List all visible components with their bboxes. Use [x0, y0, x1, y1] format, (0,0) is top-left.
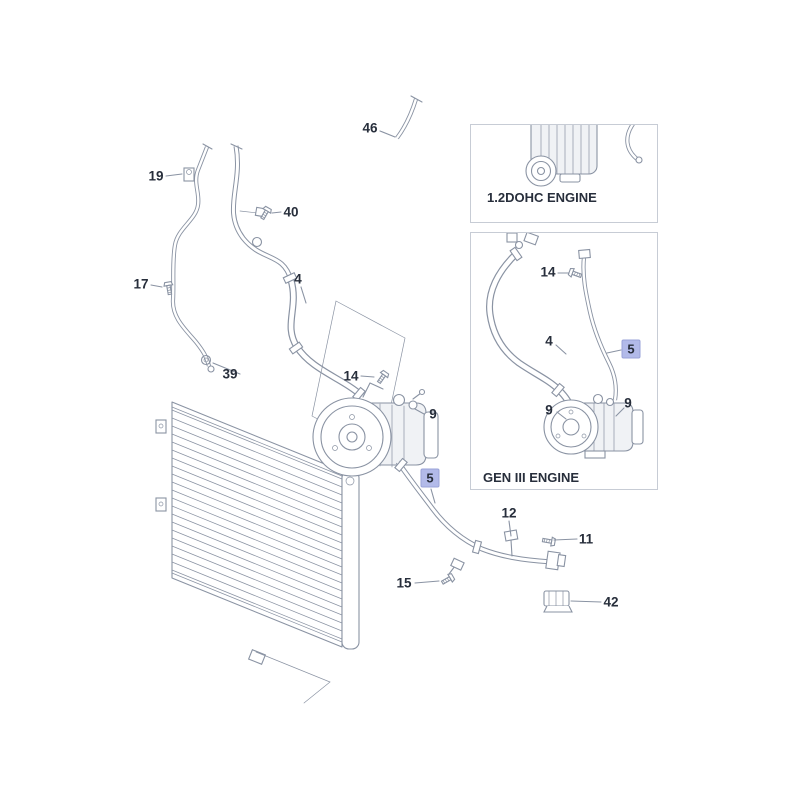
callout-14[interactable]: 14 [343, 368, 359, 384]
callout-46[interactable]: 46 [362, 120, 378, 136]
pipe-bracket-15 [450, 557, 465, 571]
bolt-14-icon [374, 369, 391, 386]
callout-gen3-5-highlighted[interactable]: 5 [621, 339, 641, 359]
callout-4[interactable]: 4 [294, 271, 302, 287]
bolt-15-icon [439, 572, 456, 588]
callout-39[interactable]: 39 [222, 366, 238, 382]
hose-stub-46 [395, 95, 423, 140]
inset-gen3-box [470, 232, 658, 490]
callout-40[interactable]: 40 [283, 204, 299, 220]
left-liquid-pipe [170, 143, 215, 373]
pipe-clip-39 [200, 354, 212, 366]
condenser [155, 401, 360, 704]
callout-gen3-9-left[interactable]: 9 [545, 402, 553, 418]
suction-port [392, 393, 406, 407]
callout-5-highlighted[interactable]: 5 [420, 468, 440, 488]
condenser-fins [171, 409, 343, 640]
compressor-main [311, 300, 439, 477]
callout-12[interactable]: 12 [501, 505, 517, 521]
callout-42[interactable]: 42 [603, 594, 619, 610]
pipe-flange [545, 550, 561, 571]
inset-label-gen3: GEN III ENGINE [483, 470, 580, 485]
callout-19[interactable]: 19 [148, 168, 164, 184]
pipe-clamp-19 [183, 167, 195, 182]
clutch-pulley [312, 397, 392, 477]
pipe-bracket-12 [503, 529, 519, 542]
compressor-body [355, 402, 427, 466]
inset-label-dohc: 1.2DOHC ENGINE [487, 190, 597, 205]
discharge-port [408, 400, 418, 410]
bolt-11-icon [541, 535, 557, 548]
callout-gen3-14[interactable]: 14 [540, 264, 556, 280]
inset-dohc-box [470, 124, 658, 223]
callout-17[interactable]: 17 [133, 276, 149, 292]
receiver-drier [341, 470, 360, 650]
callout-15[interactable]: 15 [396, 575, 412, 591]
callout-gen3-9-right[interactable]: 9 [624, 395, 632, 411]
callout-gen3-4[interactable]: 4 [545, 333, 553, 349]
callout-9[interactable]: 9 [429, 406, 437, 422]
connector-42-icon [543, 590, 573, 613]
bolt-17-icon [162, 280, 175, 296]
bolt-40-icon [257, 205, 273, 222]
callout-11[interactable]: 11 [578, 531, 594, 547]
